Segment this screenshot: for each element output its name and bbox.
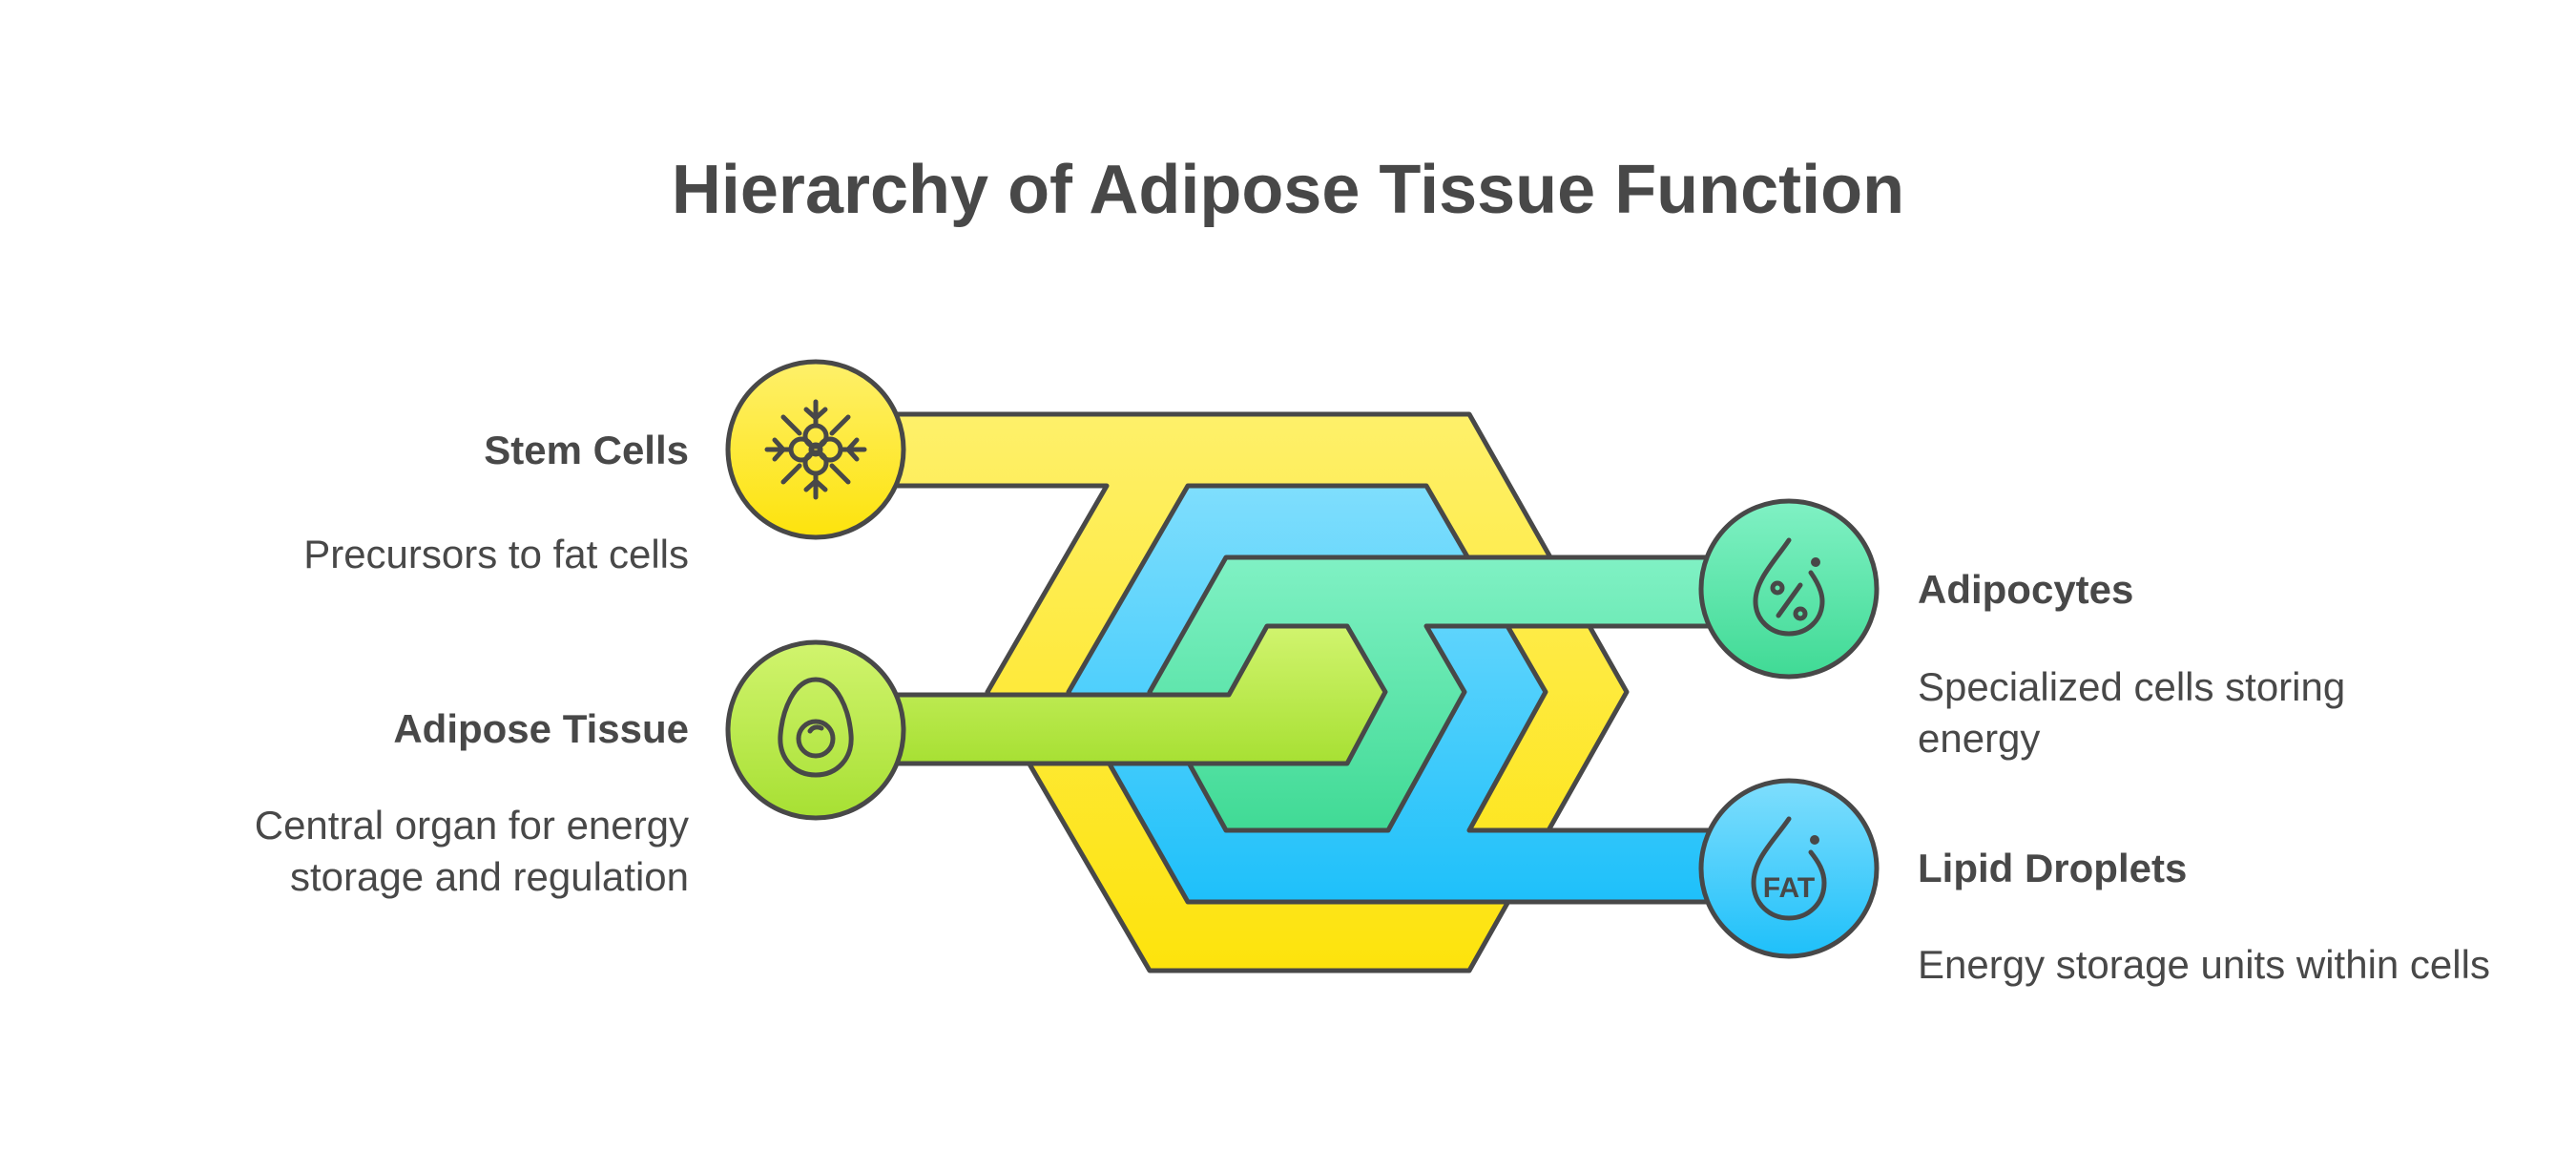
adipocytes-description: Specialized cells storing energy	[1918, 664, 2346, 761]
adipocytes-label: Adipocytes	[1918, 567, 2134, 612]
stem-cells-description: Precursors to fat cells	[303, 532, 689, 576]
lipid-droplets-description: Energy storage units within cells	[1918, 942, 2490, 987]
adipose-tissue-label: Adipose Tissue	[393, 706, 689, 751]
fat-drop-icon	[1751, 816, 1827, 921]
percent-drop-icon	[1753, 537, 1825, 637]
adipose-tissue-description: Central organ for energy storage and reg…	[254, 803, 689, 899]
fat-icon-text: FAT	[1763, 872, 1815, 904]
adipose-tissue-node	[725, 639, 906, 821]
lipid-droplets-node	[1698, 778, 1880, 959]
snowflake-cell-icon	[764, 399, 867, 500]
stem-cells-label: Stem Cells	[484, 428, 689, 472]
adipose-tissue-layer	[880, 623, 1388, 766]
lipid-droplets-label: Lipid Droplets	[1918, 846, 2188, 890]
adipocytes-node	[1698, 498, 1880, 680]
stem-cells-node	[725, 359, 906, 540]
avocado-icon	[778, 677, 854, 778]
page-title: Hierarchy of Adipose Tissue Function	[671, 152, 1905, 228]
